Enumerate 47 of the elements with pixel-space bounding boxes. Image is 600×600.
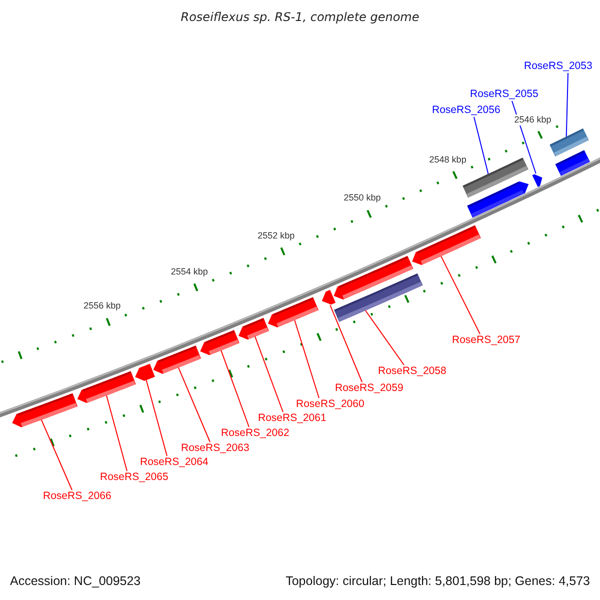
gene-label: RoseRS_2059: [335, 382, 404, 395]
gene-feature: [200, 330, 240, 356]
gene-feature: [268, 297, 319, 328]
leader-line: [440, 256, 480, 334]
position-label: 2556 kbp: [84, 300, 121, 312]
gene-label: RoseRS_2055: [470, 88, 538, 101]
leader-line: [40, 419, 72, 490]
leader-line: [474, 116, 489, 174]
gene-feature: [322, 290, 336, 305]
position-label: 2546 kbp: [514, 114, 552, 126]
gene-feature: [550, 128, 589, 156]
gene-feature: [12, 393, 78, 428]
gene-feature: [532, 174, 542, 187]
title: Roseiflexus sp. RS-1, complete genome: [180, 10, 420, 24]
gene-label: RoseRS_2065: [100, 471, 168, 484]
gene-feature: [334, 273, 423, 322]
gene-label: RoseRS_2060: [296, 398, 364, 411]
leader-line: [220, 350, 250, 428]
gene-feature: [555, 150, 590, 176]
gene-feature: [153, 346, 201, 374]
gene-label: RoseRS_2057: [452, 334, 520, 347]
leader-line: [106, 394, 128, 472]
accession-text: Accession: NC_009523: [10, 574, 141, 589]
position-label: 2548 kbp: [429, 154, 466, 166]
gene-feature: [467, 181, 529, 218]
gene-feature: [412, 225, 481, 265]
gene-label: RoseRS_2062: [221, 427, 290, 440]
leader-line: [364, 310, 404, 366]
gene-label: RoseRS_2061: [258, 412, 326, 425]
leader-line: [294, 320, 320, 398]
gene-label: RoseRS_2056: [432, 104, 500, 117]
gene-label: RoseRS_2063: [181, 442, 250, 455]
gene-label: RoseRS_2064: [140, 456, 208, 469]
gene-feature: [238, 318, 269, 340]
position-label: 2554 kbp: [170, 266, 208, 278]
gene-label: RoseRS_2066: [43, 490, 112, 503]
leader-line: [178, 367, 210, 442]
leader-line: [330, 304, 362, 382]
position-label: 2550 kbp: [344, 192, 381, 204]
genome-stats-text: Topology: circular; Length: 5,801,598 bp; Genes: 4,573: [286, 574, 590, 589]
position-label: 2552 kbp: [258, 230, 295, 242]
gene-label: RoseRS_2053: [524, 60, 592, 73]
gene-feature: [135, 364, 155, 381]
leader-line: [254, 336, 284, 412]
leader-line: [146, 380, 168, 456]
gene-feature: [77, 371, 136, 404]
gene-label: RoseRS_2058: [378, 365, 446, 378]
